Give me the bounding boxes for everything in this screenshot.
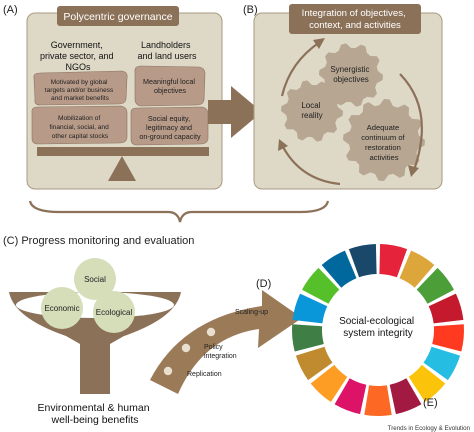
sdg-segment [416,267,454,304]
stone-social-equity [130,106,209,146]
sdg-segment [292,293,328,324]
sdg-segment [432,324,465,352]
cycle-arrow-top-head [313,38,325,49]
panel-b: (B) Integration of objectives, context, … [243,4,443,190]
right-group-title: Landholders and land users [137,40,197,61]
panel-a-title: Polycentric governance [63,11,172,23]
panel-c: (C) Progress monitoring and evaluation S… [3,235,194,426]
ball-ecological [93,291,135,333]
cycle-arrow-bottom-head [278,139,288,151]
footer-credit: Trends in Ecology & Evolution [388,425,471,432]
sdg-segment [321,250,357,288]
step-scaling-up: Scaling-up [235,309,268,316]
sdg-segment [408,364,446,402]
sdg-segment [302,267,340,304]
left-group-title: Government, private sector, and NGOs [40,40,116,72]
gear-restoration-hub [349,105,419,175]
funnel-caption: Environmental & human well-being benefit… [38,402,153,426]
panel-c-label: (C) Progress monitoring and evaluation [3,235,194,247]
panel-b-title: Integration of objectives, context, and … [302,8,409,31]
ball-social [74,258,116,300]
gear-synergistic-text: Synergistic objectives [330,65,371,84]
gear-synergistic-hub [324,48,378,102]
balance-beam [37,147,209,156]
stone-global-targets [33,70,128,106]
step-dot-scaling [206,327,216,337]
sdg-segment [399,250,435,288]
gear-local-reality-hub [286,85,338,137]
cycle-arrow-top [280,41,321,97]
stone-capital-stocks [31,105,128,145]
panel-e: Social-ecological system integrity (E) [291,244,465,416]
ball-economic [41,287,83,329]
ball-economic-label: Economic [44,304,79,313]
ball-social-label: Social [84,275,106,284]
sdg-segment [348,244,377,278]
sdg-segment [295,346,333,381]
step-policy-integration: Policy integration [204,344,237,360]
stone-global-targets-text: Motivated by global targets and/or busin… [45,79,115,102]
sdg-segment [334,378,367,415]
gear-local-reality-text: Local reality [301,101,322,120]
gear-restoration-text: Adequate continuum of restoration activi… [361,123,407,162]
sdg-segment [428,293,464,324]
ball-ecological-label: Ecological [96,308,133,317]
sdg-segment [389,378,422,415]
stone-local-objectives [134,65,206,107]
panel-d-letter: (D) [256,278,271,290]
step-dot-replication [163,366,173,376]
sdg-wheel [291,244,465,416]
brace [28,200,330,223]
arrow-a-to-b [208,86,262,138]
panel-a-letter: (A) [3,4,18,16]
panel-b-header [289,4,421,34]
sdg-segment [291,324,324,352]
cycle-arrow-right-head [408,165,419,177]
stone-local-objectives-text: Meaningful local objectives [143,77,197,95]
panel-d: (D) Replication Policy integration Scali… [150,278,302,394]
step-replication: Replication [187,371,222,378]
cycle-arrow-bottom [281,144,341,186]
panel-a: (A) Polycentric governance Government, p… [3,4,223,190]
sdg-segment [310,364,348,402]
sdg-segment [423,346,461,381]
step-dot-policy [181,343,191,353]
sdg-segment [364,385,392,416]
stone-capital-stocks-text: Mobilization of financial, social, and o… [49,115,110,140]
panel-b-letter: (B) [243,4,258,16]
balance-fulcrum [108,156,136,181]
wheel-center-label: Social-ecological system integrity [339,316,417,339]
scaling-arrow [150,290,302,394]
panel-e-letter: (E) [423,397,438,409]
panel-a-header [57,6,179,26]
stone-social-equity-text: Social equity, legitimacy and on-ground … [139,114,201,141]
cycle-arrow-right [399,73,423,171]
sdg-segment [379,244,408,278]
